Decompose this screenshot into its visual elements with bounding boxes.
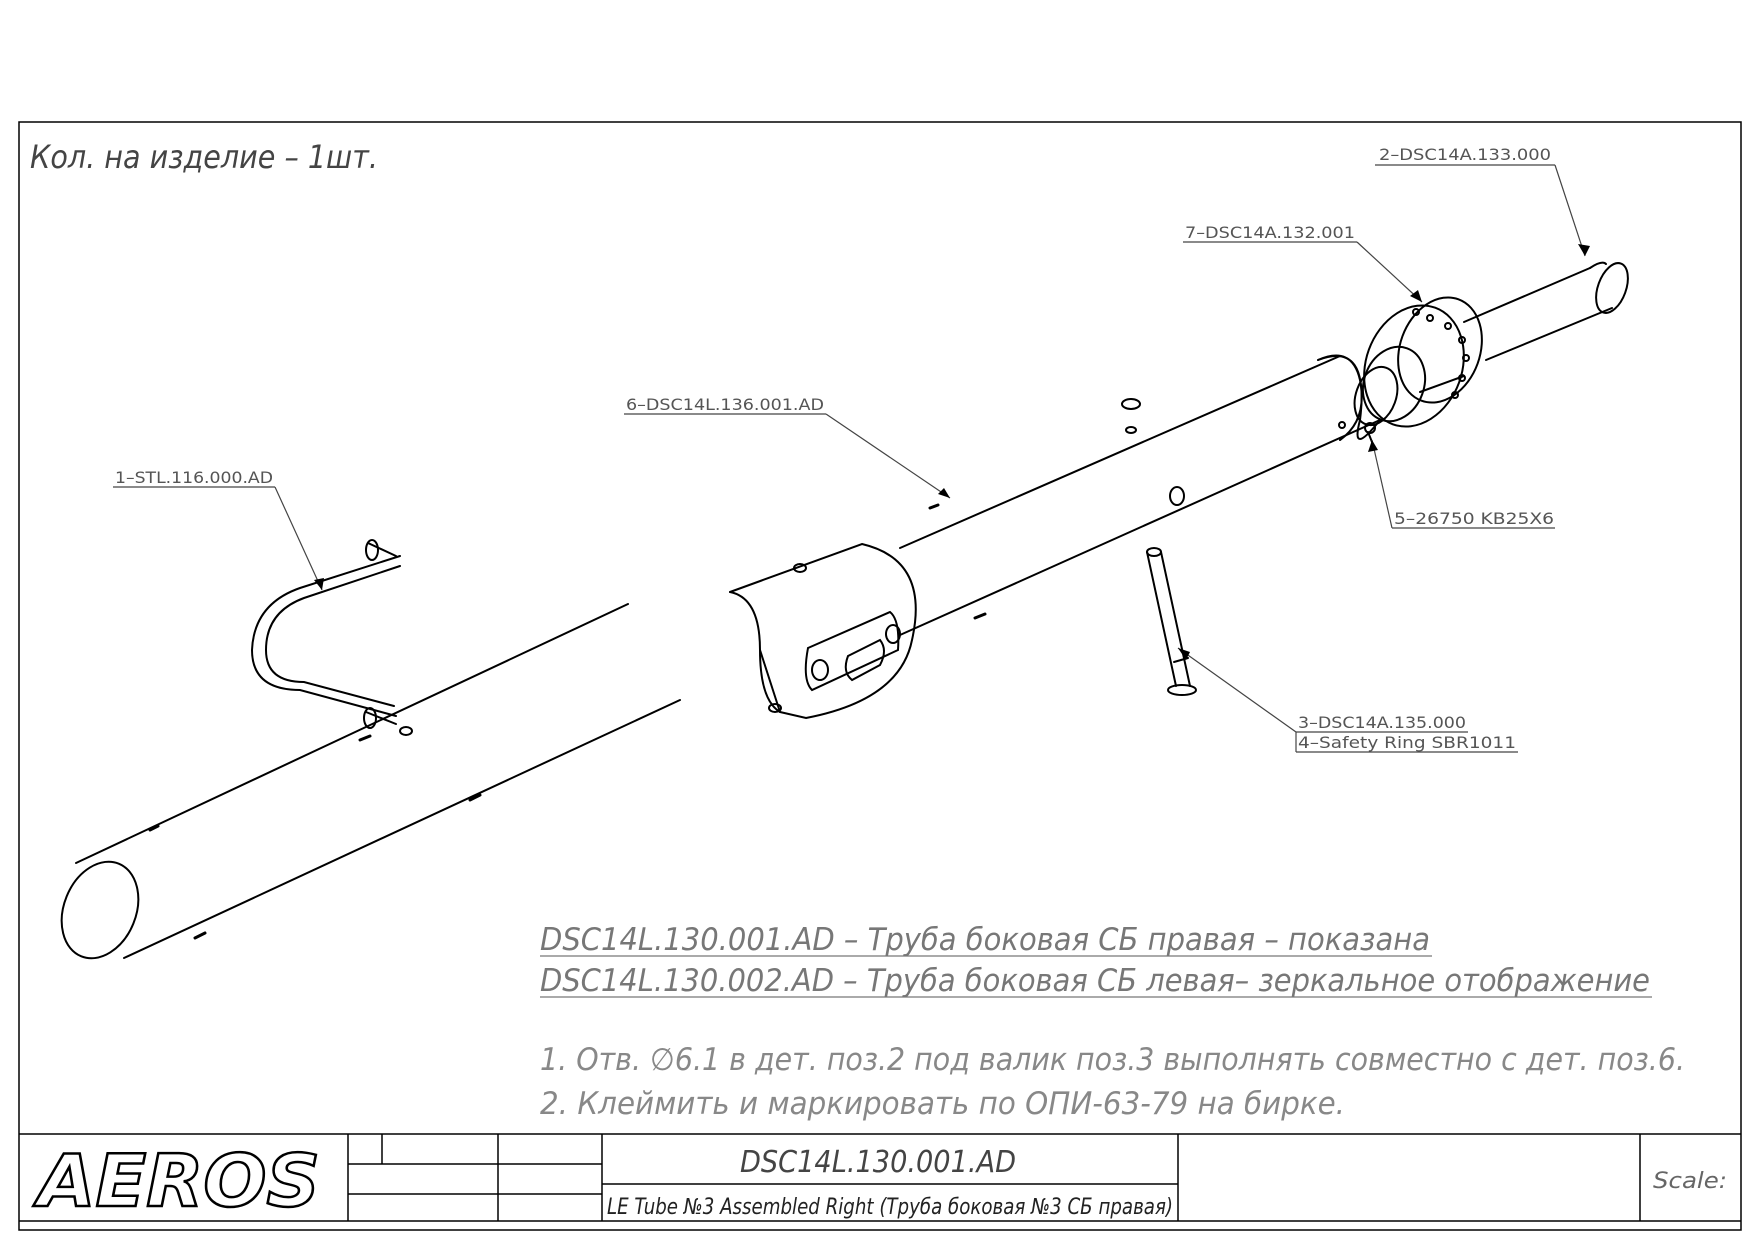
- sleeve-part: [729, 542, 917, 720]
- callout-leaders: [113, 164, 1586, 753]
- callout-pos3: 3–DSC14A.135.000: [1298, 713, 1466, 732]
- note-2: 2. Клеймить и маркировать по ОПИ-63-79 н…: [540, 1086, 1345, 1122]
- callout-pos7: 7–DSC14A.132.001: [1185, 223, 1355, 242]
- quantity-note: Кол. на изделие – 1шт.: [30, 138, 378, 176]
- drawing-title: LE Tube №3 Assembled Right (Труба бокова…: [607, 1195, 1173, 1220]
- screw-part: [1364, 422, 1376, 443]
- pin-part: [1146, 547, 1197, 696]
- technical-notes: 1. Отв. ∅6.1 в дет. поз.2 под валик поз.…: [540, 1042, 1685, 1122]
- callout-pos4: 4–Safety Ring SBR1011: [1298, 733, 1516, 752]
- drawing-frame: [18, 121, 1742, 1231]
- main-tube: [60, 354, 1381, 960]
- callout-pos5: 5–26750 KB25X6: [1394, 509, 1554, 528]
- scale-label: Scale:: [1653, 1169, 1727, 1194]
- callout-arrowheads: [314, 244, 1590, 660]
- variant-right: DSC14L.130.001.AD – Труба боковая СБ пра…: [540, 922, 1430, 958]
- company-logo: AEROS: [33, 1139, 320, 1223]
- variant-designations: DSC14L.130.001.AD – Труба боковая СБ пра…: [540, 922, 1652, 999]
- note-1: 1. Отв. ∅6.1 в дет. поз.2 под валик поз.…: [540, 1042, 1685, 1078]
- variant-left: DSC14L.130.002.AD – Труба боковая СБ лев…: [540, 963, 1650, 999]
- callout-pos1: 1–STL.116.000.AD: [115, 468, 273, 487]
- callout-labels: 2–DSC14A.133.000 7–DSC14A.132.001 6–DSC1…: [115, 145, 1554, 752]
- end-tube-part: [1419, 261, 1629, 393]
- bracket-part: [250, 539, 401, 729]
- title-block: [19, 1133, 1741, 1222]
- tube-assembly-illustration: [60, 261, 1629, 960]
- drawing-number: DSC14L.130.001.AD: [740, 1145, 1016, 1180]
- tube-end-opening: [60, 860, 140, 960]
- callout-pos6: 6–DSC14L.136.001.AD: [626, 395, 824, 414]
- tube-hole: [1169, 486, 1185, 506]
- callout-pos2: 2–DSC14A.133.000: [1379, 145, 1551, 164]
- flange-fitting: [1353, 296, 1483, 428]
